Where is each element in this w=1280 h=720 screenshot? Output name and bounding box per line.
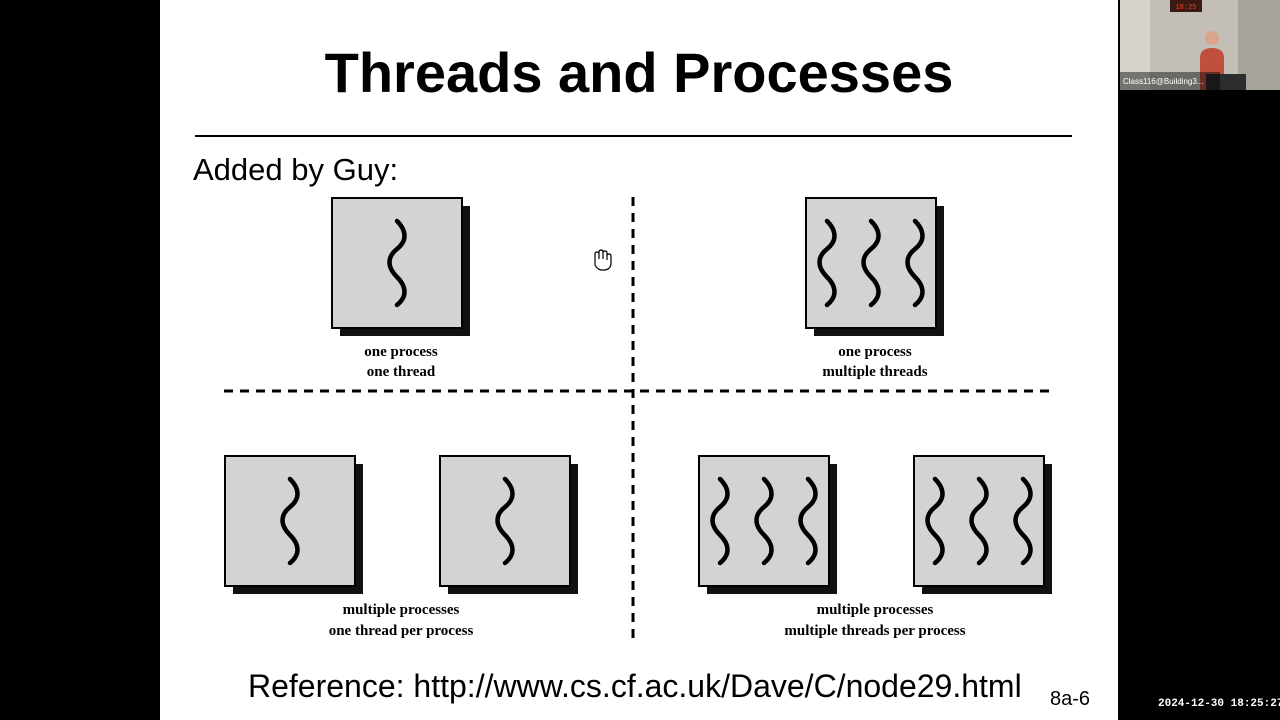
- webcam-feed: 18:25 Class116@Building3...: [1120, 0, 1280, 90]
- slide-title: Threads and Processes: [324, 41, 954, 104]
- quadrant-caption-line1: one process: [364, 344, 438, 360]
- process-box: [805, 197, 944, 336]
- wall-clock-readout: 18:25: [1175, 4, 1196, 12]
- recording-timestamp: 2024-12-30 18:25:27: [1158, 698, 1280, 710]
- slide: Threads and Processes Added by Guy:: [160, 0, 1118, 720]
- quadrant-caption-line2: one thread per process: [329, 623, 474, 639]
- threads-processes-diagram: one process one thread one process multi…: [224, 197, 1053, 645]
- quadrant-caption-line1: one process: [838, 344, 912, 360]
- process-box: [439, 455, 578, 594]
- quadrant-caption-line2: multiple threads per process: [784, 623, 965, 639]
- slide-number: 8a-6: [1050, 688, 1091, 710]
- process-box: [331, 197, 470, 336]
- quadrant-caption-line2: multiple threads: [822, 364, 927, 380]
- process-box: [913, 455, 1052, 594]
- presenter-head: [1205, 31, 1219, 45]
- quadrant-caption-line1: multiple processes: [817, 602, 934, 618]
- added-by-label: Added by Guy:: [193, 152, 399, 187]
- webcam-scene: 18:25 Class116@Building3...: [1120, 0, 1280, 90]
- webcam-label: Class116@Building3...: [1123, 77, 1203, 86]
- process-box: [698, 455, 837, 594]
- quadrant-caption-line2: one thread: [367, 364, 436, 380]
- quadrant-caption-line1: multiple processes: [343, 602, 460, 618]
- process-box: [224, 455, 363, 594]
- wall-clock: [1170, 0, 1202, 12]
- lectern: [1206, 74, 1246, 90]
- title-divider: [195, 135, 1072, 137]
- reference-text: Reference: http://www.cs.cf.ac.uk/Dave/C…: [248, 668, 1022, 704]
- hand-cursor-icon: [594, 249, 612, 271]
